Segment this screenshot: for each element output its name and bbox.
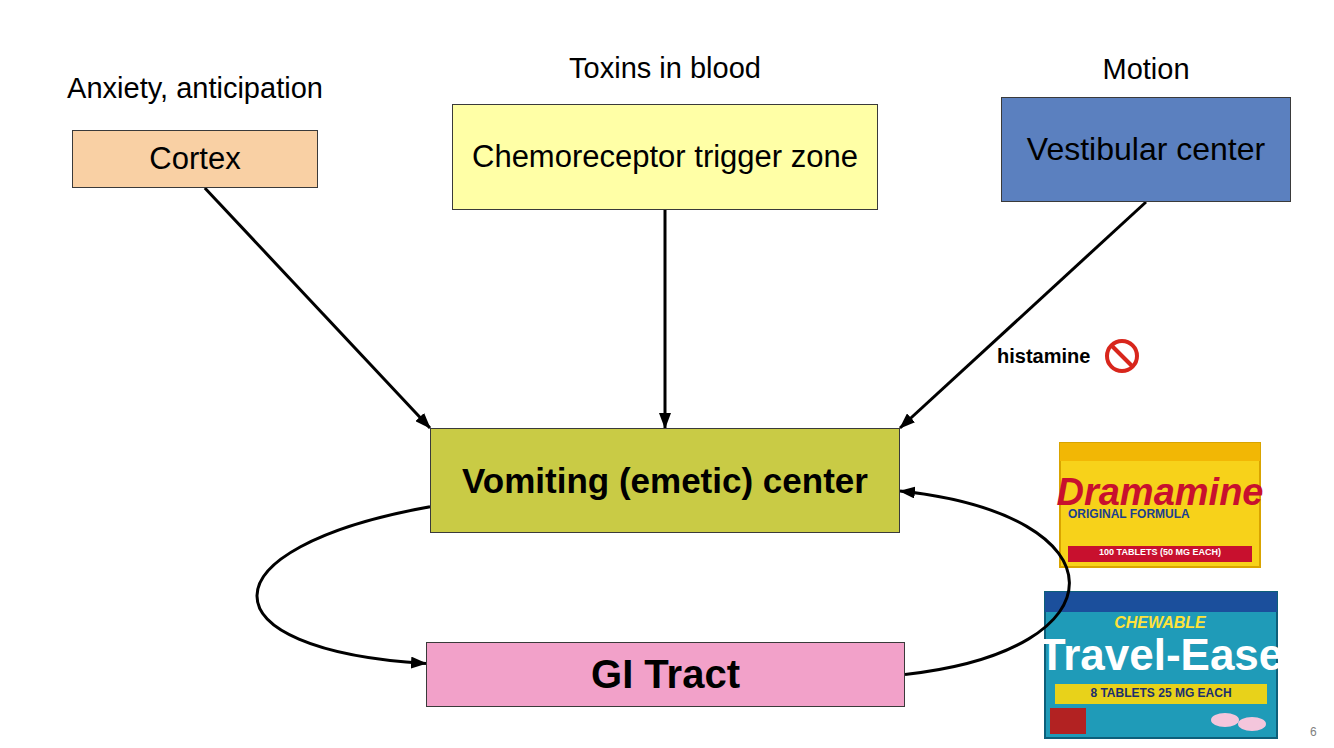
travel-ease-flag [1050, 708, 1086, 734]
node-label: GI Tract [591, 652, 740, 697]
node-label: Chemoreceptor trigger zone [472, 140, 858, 175]
product-count: 8 TABLETS 25 MG EACH [1090, 687, 1231, 700]
trigger-zone-box: Toxins in bloodChemoreceptor trigger zon… [452, 104, 878, 210]
product-count: 100 TABLETS (50 MG EACH) [1099, 548, 1221, 558]
dramamine-strip [1068, 546, 1252, 562]
node-heading: Anxiety, anticipation [67, 72, 323, 105]
dramamine-band [1060, 443, 1260, 461]
node-heading: Motion [1102, 53, 1189, 86]
node-label: Cortex [149, 142, 240, 177]
edge-label: histamine [994, 344, 1093, 369]
tablet-icon [1211, 713, 1239, 727]
emetic-center-box: Vomiting (emetic) center [430, 428, 900, 533]
node-heading: Toxins in blood [569, 52, 761, 85]
no-sign-slash [1112, 346, 1132, 366]
connector-arrow [205, 188, 430, 428]
product-tag: CHEWABLE [1114, 614, 1206, 632]
node-label: Vestibular center [1027, 132, 1265, 168]
tablet-icon [1238, 717, 1266, 731]
travel-ease-band [1045, 592, 1277, 612]
connector-arrow [257, 507, 430, 664]
product-name: Travel-Ease [1039, 631, 1284, 679]
travel-ease-strip [1055, 684, 1267, 704]
no-sign [1107, 341, 1137, 371]
page-number: 6 [1310, 726, 1317, 739]
connector-arrow [664, 210, 667, 428]
gi-tract-box: GI Tract [426, 642, 905, 707]
node-label: Vomiting (emetic) center [462, 461, 868, 500]
connector-arrow [900, 202, 1146, 428]
cortex-box: Anxiety, anticipationCortex [72, 130, 318, 188]
product-subtitle: ORIGINAL FORMULA [1068, 508, 1190, 521]
vestibular-box: MotionVestibular center [1001, 97, 1291, 202]
